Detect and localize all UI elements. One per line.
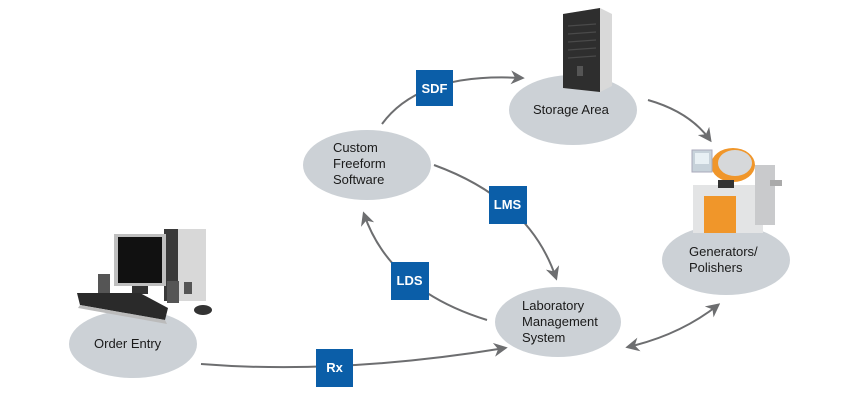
desktop-computer-icon (77, 229, 212, 324)
lab-management-node (495, 287, 621, 357)
custom-freeform-label: Custom Freeform Software (333, 140, 386, 188)
lab-management-label: Laboratory Management System (522, 298, 598, 346)
custom-freeform-line-3: Software (333, 172, 385, 187)
order-entry-node (69, 310, 197, 378)
lab-management-line-2: Management (522, 314, 598, 329)
server-tower-icon (563, 8, 612, 92)
storage-area-node (509, 75, 637, 145)
tag-rx: Rx (316, 349, 353, 386)
generators-line-1: Generators/ (689, 244, 758, 259)
tag-sdf: SDF (416, 70, 453, 106)
order-entry-label: Order Entry (94, 336, 162, 351)
storage-area-label: Storage Area (533, 102, 609, 117)
arrow-lms-generators-bidirectional (625, 303, 721, 352)
generators-label: Generators/ Polishers (689, 244, 758, 276)
lab-management-line-1: Laboratory (522, 298, 585, 313)
custom-freeform-line-1: Custom (333, 140, 378, 155)
generators-line-2: Polishers (689, 260, 743, 275)
tag-lms: LMS (489, 186, 526, 223)
tag-lds: LDS (391, 262, 428, 299)
arrow-storage-to-generators (647, 99, 712, 143)
generators-node (662, 225, 790, 295)
lens-generator-machine-icon (691, 148, 782, 233)
custom-freeform-line-2: Freeform (333, 156, 386, 171)
custom-freeform-node (303, 130, 431, 200)
lab-management-line-3: System (522, 330, 566, 345)
